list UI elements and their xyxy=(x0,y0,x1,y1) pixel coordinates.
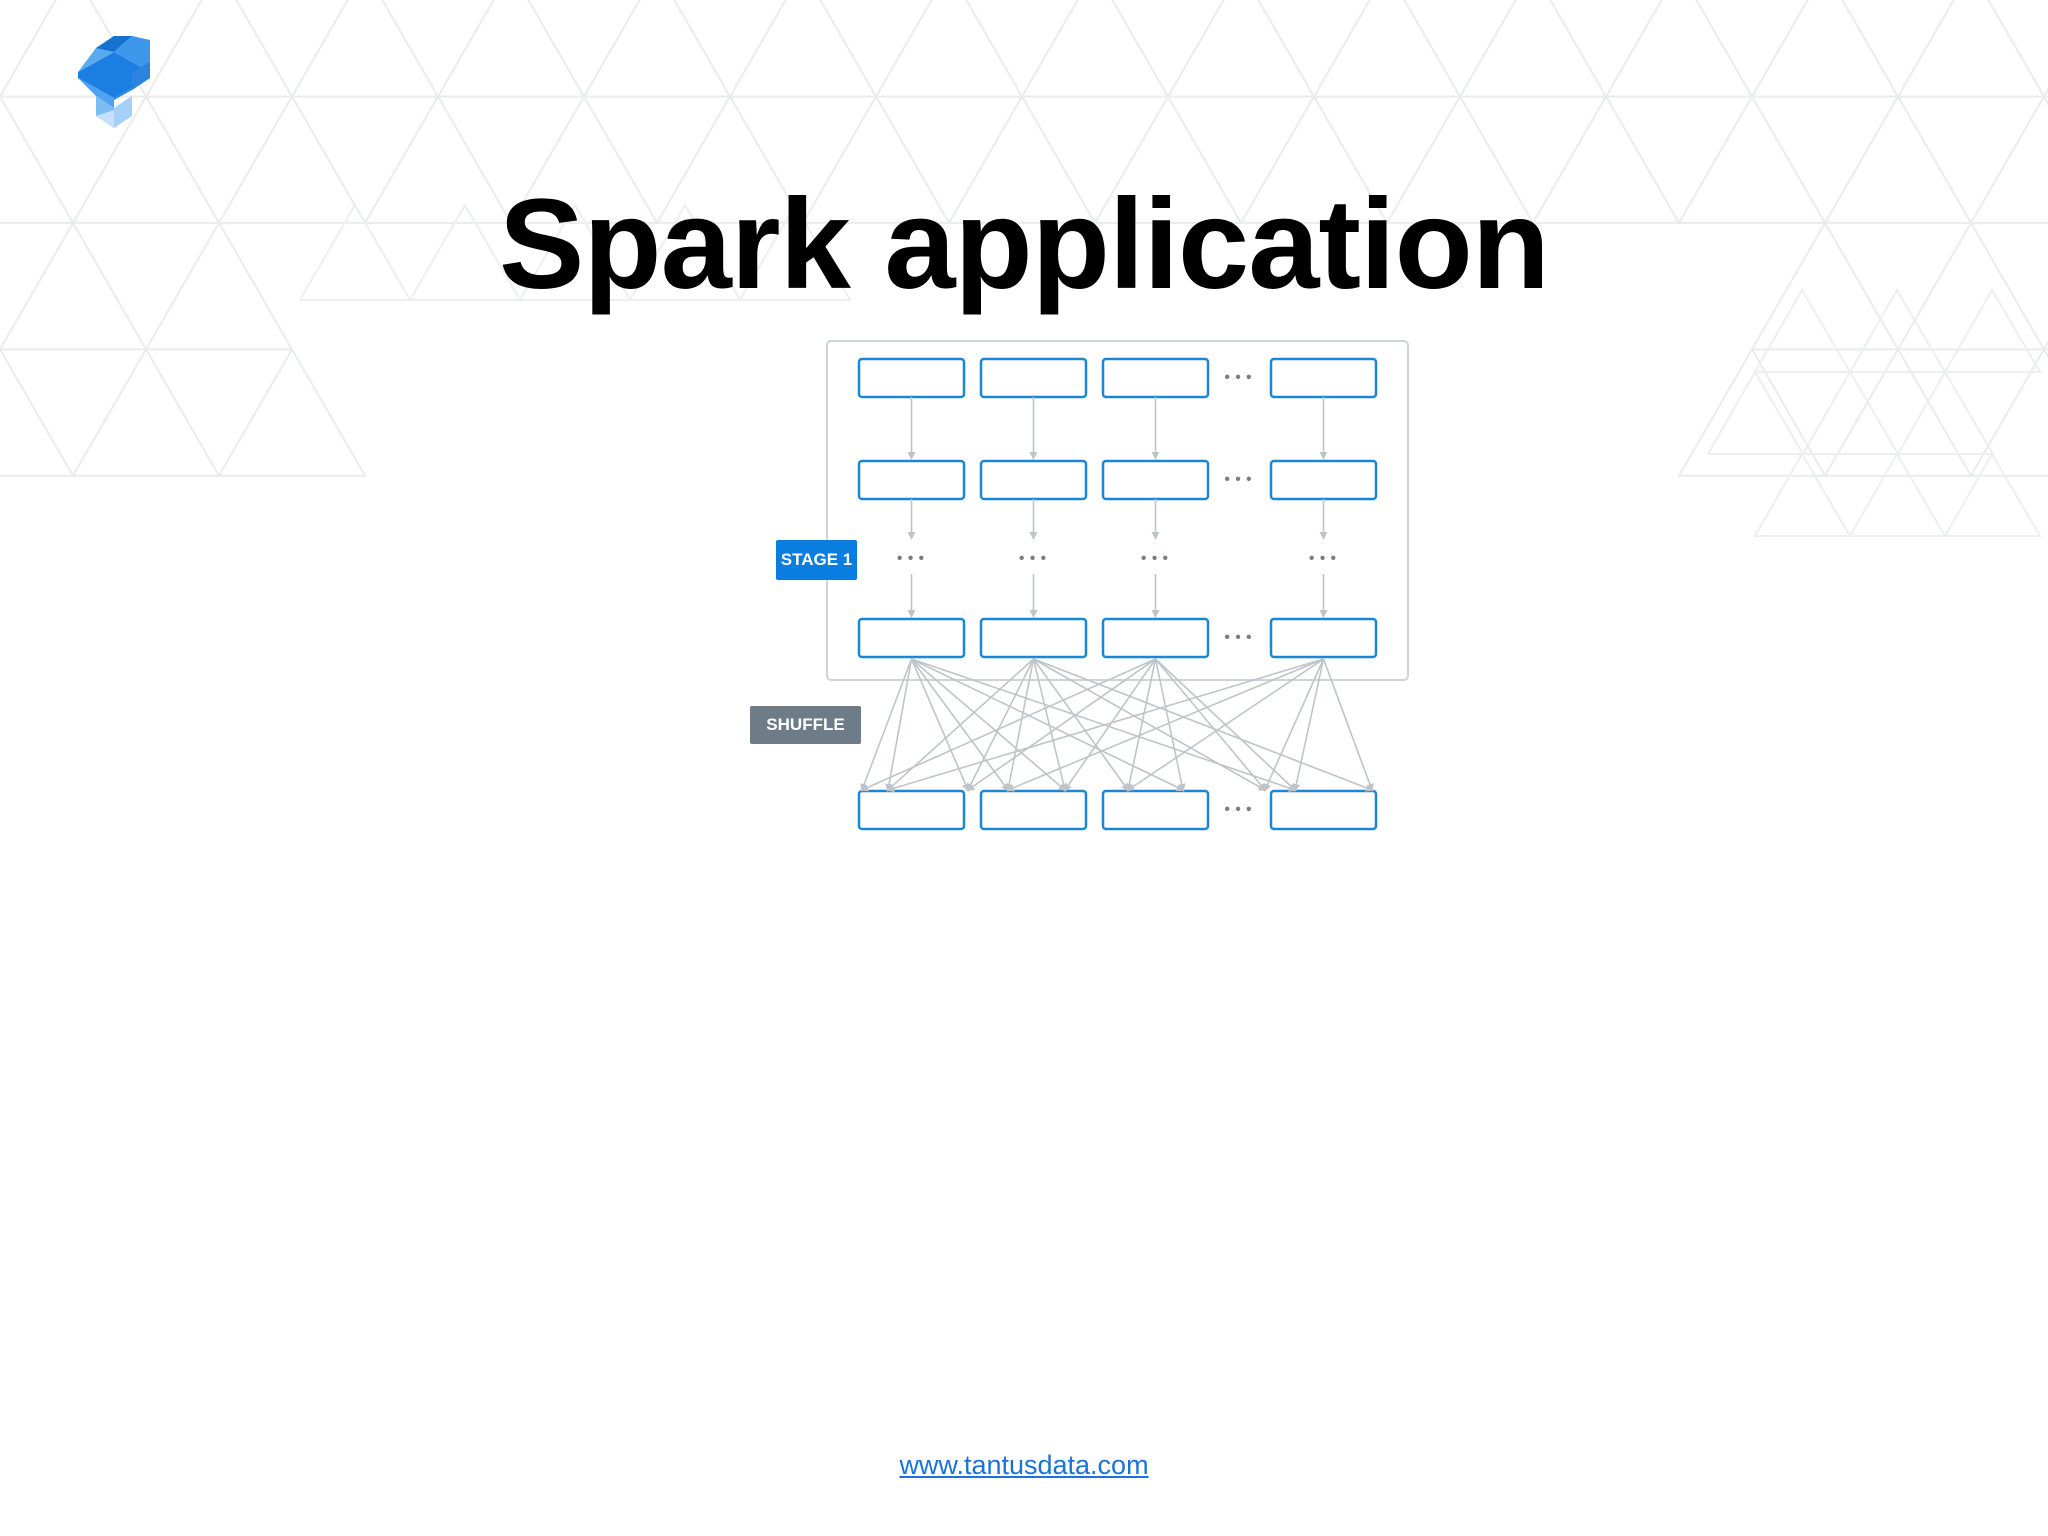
shuffle-arrow-4-4 xyxy=(1006,658,1324,792)
shuffle-arrow-1-5 xyxy=(910,658,1067,792)
row-ellipsis-3: ••• xyxy=(1223,629,1256,647)
shuffle-arrow-2-4 xyxy=(1005,658,1035,792)
task-box-r1-c4 xyxy=(1269,357,1378,399)
shuffle-arrow-4-8 xyxy=(1263,658,1325,792)
shuffle-label: SHUFFLE xyxy=(750,706,861,744)
stage-1-label: STAGE 1 xyxy=(776,540,857,580)
output-task-box-c4 xyxy=(1269,789,1378,831)
shuffle-arrow-4-6 xyxy=(1126,658,1324,792)
shuffle-arrow-3-3 xyxy=(966,658,1156,792)
task-box-r2-c4 xyxy=(1269,459,1378,501)
task-box-r3-c4 xyxy=(1269,617,1378,659)
shuffle-arrow-4-9 xyxy=(1292,658,1325,792)
slide-title: Spark application xyxy=(499,173,1550,316)
shuffle-arrow-4-2 xyxy=(886,658,1324,793)
shuffle-arrow-3-1 xyxy=(860,658,1156,792)
output-task-box-c3 xyxy=(1101,789,1210,831)
shuffle-arrow-2-10 xyxy=(1033,658,1374,792)
task-box-r3-c1 xyxy=(857,617,966,659)
task-box-r1-c2 xyxy=(979,357,1088,399)
stage-container xyxy=(826,340,1409,681)
task-box-r2-c1 xyxy=(857,459,966,501)
output-task-box-c1 xyxy=(857,789,966,831)
stage-ellipsis-c1: ••• xyxy=(895,550,928,568)
tantusdata-logo-icon xyxy=(78,36,150,128)
shuffle-arrow-1-2 xyxy=(885,658,913,792)
website-link[interactable]: www.tantusdata.com xyxy=(899,1450,1149,1480)
row-ellipsis-2: ••• xyxy=(1223,471,1256,489)
shuffle-arrow-4-10 xyxy=(1322,658,1374,792)
shuffle-arrow-1-7 xyxy=(911,658,1185,791)
stage-ellipsis-c3: ••• xyxy=(1139,550,1172,568)
output-row-ellipsis: ••• xyxy=(1223,801,1256,819)
shuffle-arrow-3-6 xyxy=(1125,658,1157,792)
stage-ellipsis-c2: ••• xyxy=(1017,550,1050,568)
task-box-r1-c3 xyxy=(1101,357,1210,399)
shuffle-arrow-2-8 xyxy=(1033,658,1267,791)
task-box-r1-c1 xyxy=(857,357,966,399)
shuffle-arrow-2-3 xyxy=(967,658,1035,792)
task-box-r3-c2 xyxy=(979,617,1088,659)
shuffle-arrow-2-6 xyxy=(1032,658,1130,792)
shuffle-arrow-2-5 xyxy=(1032,658,1068,792)
task-box-r2-c2 xyxy=(979,459,1088,501)
shuffle-arrow-1-1 xyxy=(860,658,913,792)
shuffle-arrow-3-8 xyxy=(1154,658,1267,792)
shuffle-arrow-3-5 xyxy=(1063,658,1157,792)
stage-ellipsis-c4: ••• xyxy=(1307,550,1340,568)
task-box-r2-c3 xyxy=(1101,459,1210,501)
task-box-r3-c3 xyxy=(1101,617,1210,659)
row-ellipsis-1: ••• xyxy=(1223,369,1256,387)
output-task-box-c2 xyxy=(979,789,1088,831)
shuffle-arrow-3-7 xyxy=(1154,658,1186,792)
